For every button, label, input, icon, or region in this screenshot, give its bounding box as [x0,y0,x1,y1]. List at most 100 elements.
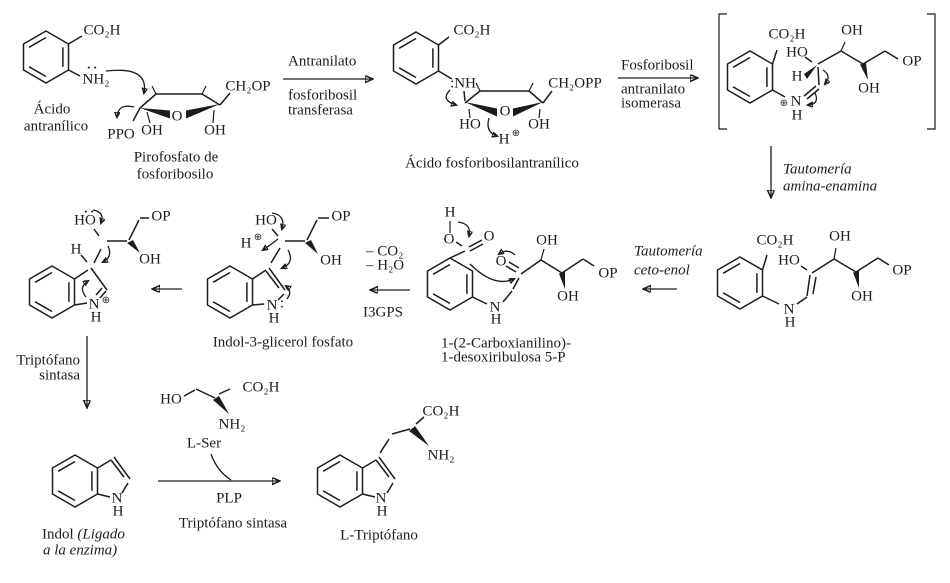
formula-nh2: NH₂ [218,416,246,433]
tautomeria2-label-1: Tautomería [634,243,703,260]
lone-pair-dots: ·· [86,59,100,75]
enzyme-label-step1-2: fosforibosil [288,87,358,104]
compound-name-cdrp-1: 1-(2-Carboxianilino)- [441,335,571,352]
ring-nitrogen: N [111,490,123,507]
compound-name-acido-antranilico-1: Ácido [33,101,71,118]
enzyme-label-step5: Triptófano sintasa [178,515,288,532]
ring-oxygen: O [171,108,183,125]
formula-co2h: CO₂H [422,403,460,420]
formula-oh: OH [829,228,851,245]
enzyme-label-step1-1: Antranilato [288,53,357,70]
carboxyl-o: O [443,231,455,248]
nh-hydrogen: H [112,503,124,520]
lone-pair-dots: ·· [83,203,97,219]
formula-ppo: PPO [107,126,135,143]
bracketed-intermediate-skeleton [718,13,936,130]
formula-co2h: CO₂H [756,232,794,249]
lone-pair-dots: : [279,295,285,312]
formula-co2h: CO₂H [83,22,121,39]
enzyme-label-step4-1: Triptófano [16,352,80,369]
formula-ch2op: CH₂OP [225,78,271,95]
formula-op: OP [902,53,922,70]
byproduct-h2o: – H₂O [366,257,405,274]
tautomeria1-label-2: amina-enamina [783,178,878,195]
carbonyl-o: O [483,228,495,245]
nh-hydrogen: H [791,107,803,124]
formula-ho: HO [160,391,182,408]
tautomeria2-label-2: ceto-enol [634,262,690,279]
formula-ho: HO [255,212,277,229]
indol-note-2: a la enzima) [43,542,118,559]
prpp-skeleton [117,85,231,124]
enzyme-label-step2-1: Fosforibosil [621,57,694,74]
ring-nitrogen: N [783,301,795,318]
enzyme-label-step4-2: sintasa [39,367,80,384]
ring-nitrogen: N [375,490,387,507]
compound-name-cdrp-2: 1-desoxiribulosa 5-P [441,349,566,366]
l-serine-skeleton [183,388,232,481]
formula-ho: HO [786,44,808,61]
tautomeria1-label-1: Tautomería [783,161,852,178]
plus-charge-icon: ⊕ [253,232,263,243]
phosphoribosyl-anthranilate-skeleton [392,31,553,136]
formula-ho: HO [459,116,481,133]
compound-name-acido-antranilico-2: antranílico [23,118,89,135]
formula-op: OP [598,265,618,282]
cofactor-label-plp: PLP [216,490,242,507]
formula-oh: OH [204,122,226,139]
proton-h: H [240,235,252,252]
nh-hydrogen: H [90,309,102,326]
formula-op: OP [151,208,171,225]
compound-name-fosforibosilantranilico: Ácido fosforibosilantranílico [405,155,579,172]
ring-nitrogen: N [266,297,278,314]
formula-nh: :NH [450,75,476,92]
nh-hydrogen: H [490,311,502,328]
stereo-h: H [70,241,82,258]
l-tryptophan-skeleton [316,416,429,508]
ring-nitrogen: N [88,296,100,313]
indol-note-1: (Ligado [77,526,125,543]
plus-charge-icon: ⊕ [101,295,111,306]
formula-op: OP [331,208,351,225]
compound-name-ltriptofano: L-Triptófano [340,527,418,544]
anthranilic-acid-skeleton [22,30,145,93]
ring-oxygen: O [499,103,511,120]
formula-nh2: NH₂ [82,71,110,88]
formula-ho: HO [778,252,800,269]
enzyme-label-step1-3: transferasa [288,102,353,119]
indole-skeleton [51,454,131,508]
formula-oh: OH [528,116,550,133]
acid-h: H [444,204,456,221]
compound-name-igp: Indol-3-glicerol fosfato [212,334,354,351]
ring-nitrogen: N [790,93,802,110]
nh-hydrogen: H [784,314,796,331]
formula-oh: OH [858,80,880,97]
formula-oh: OH [141,122,163,139]
indol-name: Indol [42,526,74,543]
formula-oh: OH [536,232,558,249]
formula-oh: OH [851,288,873,305]
enzyme-label-step2-3: isomerasa [621,95,681,112]
ring-nitrogen: N [489,299,501,316]
proton-h: H [498,131,510,148]
enzyme-label-i3gps: I3GPS [363,304,404,321]
formula-co2h: CO₂H [453,22,491,39]
formula-oh: OH [320,252,342,269]
cdrp-skeleton [426,221,595,311]
compound-name-prpp-1: Pirofosfato de [133,149,219,166]
formula-oh: OH [557,288,579,305]
enzyme-label-step2-2: antranilato [621,81,686,98]
formula-co2h: CO₂H [242,379,280,396]
nh-hydrogen: H [376,503,388,520]
formula-nh2: NH₂ [427,447,455,464]
formula-ch2opp: CH₂OPP [548,75,602,92]
plus-charge-icon: ⊕ [779,98,789,109]
igp-skeleton [206,212,329,319]
byproduct-co2: – CO₂ [366,243,404,260]
nh-hydrogen: H [268,310,280,327]
formula-oh: OH [841,22,863,39]
compound-name-prpp-2: fosforibosilo [136,166,214,183]
keto-o: O [495,253,507,270]
